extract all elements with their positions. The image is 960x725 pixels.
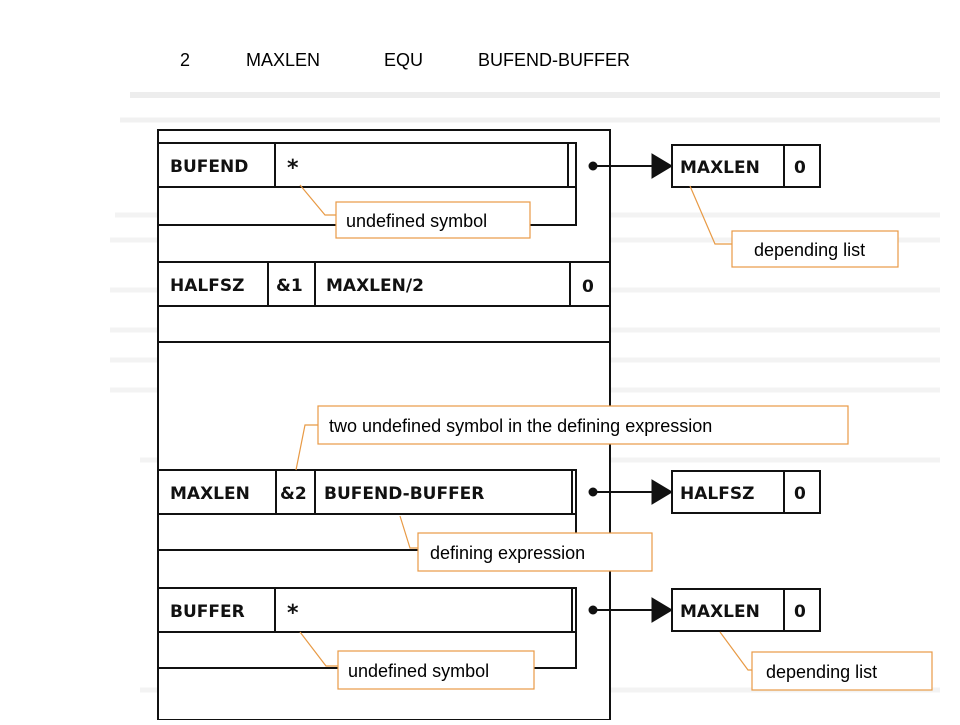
callout-text: depending list: [754, 240, 865, 260]
list-node-2: HALFSZ 0: [671, 470, 821, 514]
list-node-1: MAXLEN 0: [671, 144, 821, 188]
row-flag: *: [287, 601, 299, 626]
row-value: MAXLEN/2: [326, 276, 424, 296]
row-symbol: BUFEND: [170, 157, 248, 177]
symbol-row-maxlen: MAXLEN &2 BUFEND-BUFFER: [157, 469, 577, 551]
list-node-box: [671, 588, 821, 632]
arrow-buffer-list: [588, 597, 673, 623]
callout-depending-list-2: depending list: [719, 631, 933, 691]
callout-text: depending list: [766, 662, 877, 682]
callout-text: undefined symbol: [346, 211, 487, 231]
list-node-symbol: MAXLEN: [680, 158, 760, 178]
symbol-row-halfsz: HALFSZ &1 MAXLEN/2 0: [157, 261, 611, 343]
list-node-symbol: HALFSZ: [680, 484, 754, 504]
row-symbol: HALFSZ: [170, 276, 244, 296]
list-node-symbol: MAXLEN: [680, 602, 760, 622]
callout-text: undefined symbol: [348, 661, 489, 681]
arrow-maxlen-list: [588, 479, 673, 505]
row-flag: &1: [276, 276, 303, 296]
pointer-arrows: [588, 153, 673, 623]
callout-defining-expression: defining expression: [399, 515, 653, 572]
row-box: [157, 261, 611, 307]
statement-op: EQU: [384, 50, 423, 70]
equ-statement: 2 MAXLEN EQU BUFEND-BUFFER: [180, 50, 630, 70]
statement-expression: BUFEND-BUFFER: [478, 50, 630, 70]
statement-label: MAXLEN: [246, 50, 320, 70]
callout-depending-list-1: depending list: [689, 185, 899, 268]
callout-undefined-symbol-2: undefined symbol: [299, 631, 535, 690]
row-box: [157, 469, 577, 515]
arrow-bufend-list: [588, 153, 673, 179]
callout-text: two undefined symbol in the defining exp…: [329, 416, 712, 436]
callout-text: defining expression: [430, 543, 585, 563]
row-spacer: [157, 305, 611, 343]
list-node-box: [671, 144, 821, 188]
list-node-link: 0: [794, 484, 806, 504]
row-symbol: BUFFER: [170, 602, 245, 622]
symbol-row-buffer: BUFFER *: [157, 587, 577, 669]
statement-number: 2: [180, 50, 190, 70]
list-node-link: 0: [794, 158, 806, 178]
list-node-box: [671, 470, 821, 514]
callout-undefined-symbol-1: undefined symbol: [299, 184, 531, 239]
row-symbol: MAXLEN: [170, 484, 250, 504]
row-list-terminator: 0: [582, 277, 594, 297]
list-node-link: 0: [794, 602, 806, 622]
row-flag: *: [287, 156, 299, 181]
row-flag: &2: [280, 484, 307, 504]
callout-two-undefined: two undefined symbol in the defining exp…: [295, 405, 849, 471]
list-node-3: MAXLEN 0: [671, 588, 821, 632]
row-value: BUFEND-BUFFER: [324, 484, 484, 504]
